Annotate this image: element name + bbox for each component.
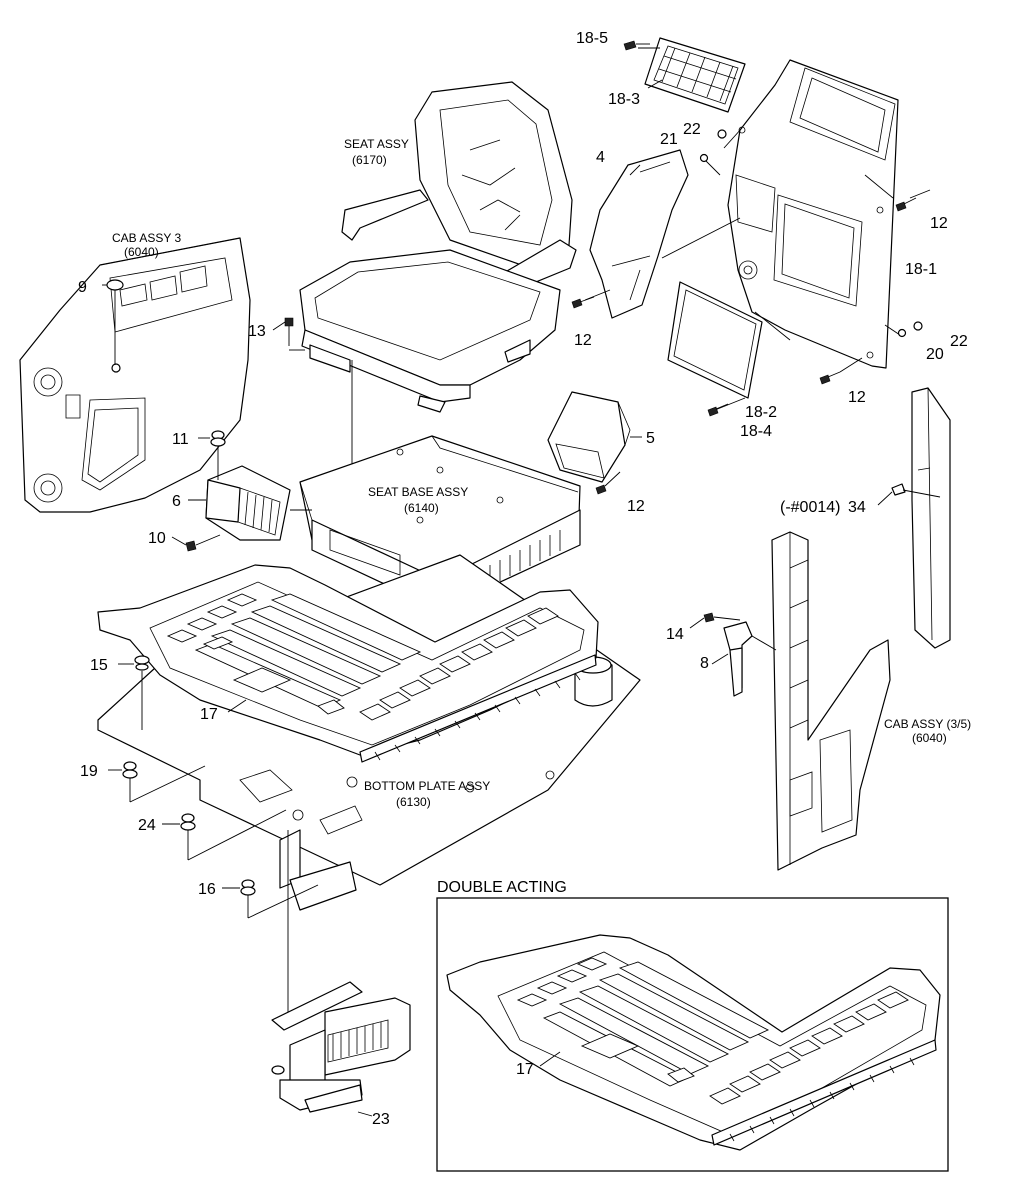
bolt-24 <box>162 809 287 861</box>
rear-panel-18-1 <box>727 59 899 369</box>
washer-9 <box>102 279 124 365</box>
callout-12: 12 <box>574 332 592 349</box>
cab-assy-3-code: (6040) <box>124 245 159 259</box>
bottom-plate-assy-code: (6130) <box>396 795 431 809</box>
suspension-23 <box>271 830 411 1117</box>
callout-18-4: 18-4 <box>740 423 772 440</box>
seat-assy-label: SEAT ASSY <box>344 137 409 151</box>
callout-11: 11 <box>172 431 189 448</box>
floor-mat-17-double-acting <box>446 934 941 1151</box>
callout-22: 22 <box>683 121 701 138</box>
assembly-labels: SEAT ASSY (6170) CAB ASSY 3 (6040) SEAT … <box>112 137 971 809</box>
callout-17-inset: 17 <box>516 1061 534 1078</box>
bottom-plate-assy-label: BOTTOM PLATE ASSY <box>364 779 490 793</box>
callout-21: 21 <box>660 131 678 148</box>
callout-18-5: 18-5 <box>576 30 608 47</box>
callout-34: 34 <box>848 499 866 516</box>
callout-12: 12 <box>627 498 645 515</box>
double-acting-title: DOUBLE ACTING <box>437 879 567 896</box>
callout-14: 14 <box>666 626 684 643</box>
callout-16: 16 <box>198 881 216 898</box>
bolt-16 <box>222 879 319 919</box>
callout-18-1: 18-1 <box>905 261 937 278</box>
cab-assy-3-5-label: CAB ASSY (3/5) <box>884 717 971 731</box>
callout-15: 15 <box>90 657 108 674</box>
callout-9: 9 <box>78 279 87 296</box>
callout-12: 12 <box>848 389 866 406</box>
seat-assembly <box>299 81 577 413</box>
seat-assy-code: (6170) <box>352 153 387 167</box>
duct-4 <box>589 149 689 319</box>
floor-mat-17 <box>97 564 599 763</box>
callout-6: 6 <box>172 493 181 510</box>
bolt-14 <box>689 612 741 629</box>
callout-18-3: 18-3 <box>608 91 640 108</box>
cab-assy-3-label: CAB ASSY 3 <box>112 231 181 245</box>
callout-12: 12 <box>930 215 948 232</box>
callout-labels: 18-5 18-3 22 21 4 12 18-1 12 22 20 12 18… <box>78 30 968 1128</box>
callout-20: 20 <box>926 346 944 363</box>
serial-note: (-#0014) <box>780 499 840 516</box>
handle-8 <box>711 621 777 697</box>
bolt-19 <box>108 761 206 803</box>
bolt-11 <box>198 430 226 480</box>
cab-assy-3-5-panel <box>771 387 951 871</box>
callout-23: 23 <box>372 1111 390 1128</box>
seat-base-assy-code: (6140) <box>404 501 439 515</box>
seat-base-assy-label: SEAT BASE ASSY <box>368 485 468 499</box>
duct-5 <box>547 391 631 483</box>
callout-19: 19 <box>80 763 98 780</box>
callout-24: 24 <box>138 817 156 834</box>
cover-plate-18-2 <box>667 281 763 399</box>
callout-8: 8 <box>700 655 709 672</box>
callout-13: 13 <box>248 323 266 340</box>
cab-assy-3-5-code: (6040) <box>912 731 947 745</box>
bolt-15 <box>118 655 150 730</box>
double-acting-inset-frame <box>436 897 949 1172</box>
cab-assy-3-panel <box>19 237 251 513</box>
callout-5: 5 <box>646 430 655 447</box>
callout-22: 22 <box>950 333 968 350</box>
callout-4: 4 <box>596 149 605 166</box>
storage-net-18-3 <box>644 37 746 113</box>
bolts-upper-right <box>571 40 923 495</box>
callout-17: 17 <box>200 706 218 723</box>
callout-10: 10 <box>148 530 166 547</box>
callout-18-2: 18-2 <box>745 404 777 421</box>
bolt-10 <box>171 534 221 552</box>
controller-box-6 <box>188 465 291 541</box>
bolt-13 <box>272 317 305 351</box>
bracket-34 <box>877 483 941 506</box>
